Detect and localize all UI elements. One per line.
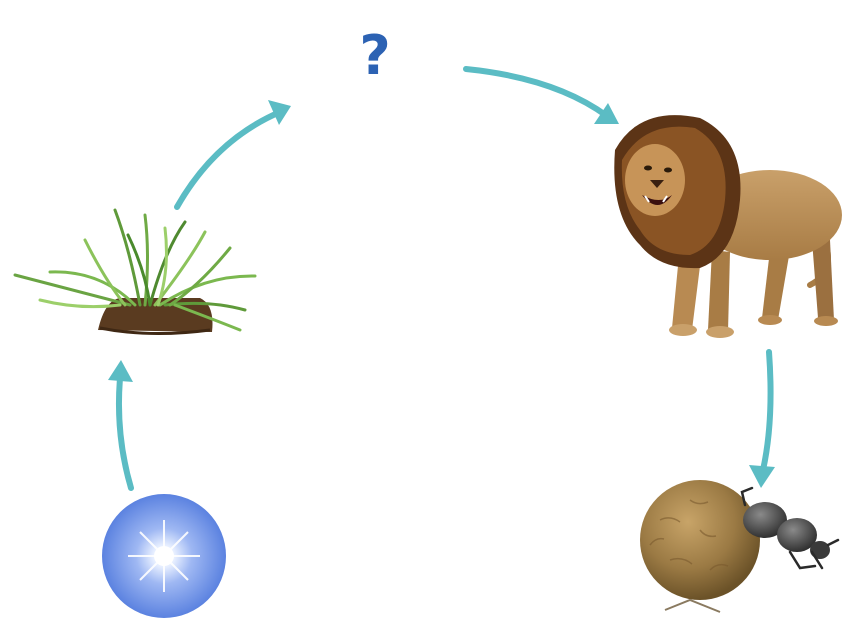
arrow-sun-to-grass (108, 360, 133, 488)
lion-icon (614, 115, 842, 338)
arrow-grass-to-unknown (177, 100, 291, 207)
sun-icon (102, 494, 226, 618)
arrow-lion-to-beetle (749, 352, 775, 488)
grass-icon (15, 210, 255, 334)
unknown-organism-question-mark: ? (330, 26, 420, 86)
dung-beetle-icon (640, 480, 838, 612)
arrow-unknown-to-lion (466, 69, 619, 124)
